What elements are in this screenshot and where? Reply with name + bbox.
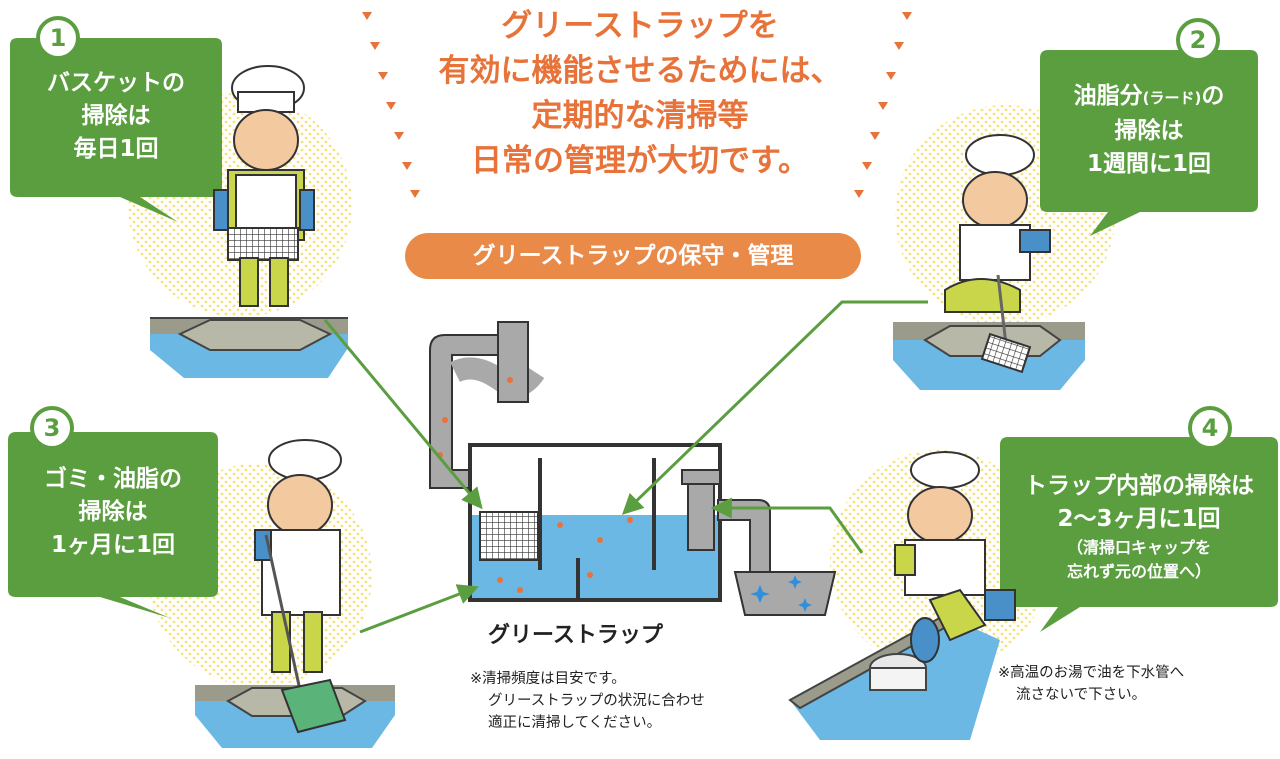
step-2-line-1-main: 油脂分 [1073,83,1143,109]
step-4-number: 4 [1201,414,1219,442]
step-4-note-1: （清掃口キャップを [1066,538,1211,557]
step-1-line-3: 毎日1回 [73,136,159,162]
step-1-number: 1 [49,24,67,52]
triangle-decoration-right [854,12,912,198]
step-3-line-2: 掃除は [78,499,148,525]
triangle-decoration-left [362,12,420,198]
device-caption: グリーストラップ [488,623,663,648]
arrow-1 [323,319,483,510]
arrow-3 [359,584,479,634]
chef-basket-icon [213,65,315,307]
step-3-number: 3 [43,414,61,442]
chef-scoop-icon [944,134,1051,374]
step-3-line-3: 1ヶ月に1回 [50,532,175,558]
footnote-hot-water-line-1: ※高温のお湯で油を下水管へ [998,665,1185,681]
headline-line-3: 定期的な清掃等 [531,98,749,134]
footnote-frequency-line-2: グリーストラップの状況に合わせ [488,693,705,709]
drain-base-1 [150,317,348,378]
arrow-2 [621,300,928,515]
bubble-3 [8,406,218,618]
headline-line-4: 日常の管理が大切です。 [471,143,809,179]
step-2-line-1-end: の [1201,83,1225,109]
step-2-line-1: 油脂分(ラード)の [1040,80,1258,115]
step-2-line-3: 1週間に1回 [1086,151,1211,177]
step-4-line-2: 2〜3ヶ月に1回 [1057,506,1221,532]
chef-dustpan-icon [254,439,347,734]
bubble-4 [1000,406,1278,632]
step-2-number: 2 [1189,26,1207,54]
maintenance-banner: グリーストラップの保守・管理 [405,233,861,279]
bubble-2 [1040,18,1258,236]
arrow-4 [710,497,864,554]
step-2-line-1-small: (ラード) [1142,89,1202,107]
headline-line-1: グリーストラップを [501,8,779,44]
bubble-1 [10,16,222,222]
chef-brush-icon [894,451,1016,663]
footnote-frequency-line-1: ※清掃頻度は目安です。 [470,671,626,687]
step-1-line-1: バスケットの [47,70,185,96]
step-4-line-1: トラップ内部の掃除は [1024,473,1254,499]
step-3-line-1: ゴミ・油脂の [44,466,182,492]
step-2-text: 油脂分(ラード)の 掃除は 1週間に1回 [1040,80,1258,181]
footnote-hot-water-line-2: 流さないで下さい。 [1016,687,1147,703]
footnote-frequency-line-3: 適正に清掃してください。 [488,715,662,731]
step-4-note-2: 忘れず元の位置へ） [1066,562,1211,581]
headline-line-2: 有効に機能させるためには、 [438,53,842,89]
headline: グリーストラップを 有効に機能させるためには、 定期的な清掃等 日常の管理が大切… [400,4,880,184]
grease-trap-icon [429,321,837,616]
step-1-line-2: 掃除は [81,103,151,129]
step-2-line-2: 掃除は [1114,118,1184,144]
footnote-hot-water: ※高温のお湯で油を下水管へ 流さないで下さい。 [998,662,1184,706]
footnote-frequency: ※清掃頻度は目安です。 グリーストラップの状況に合わせ 適正に清掃してください。 [470,668,705,734]
step-3-text: ゴミ・油脂の 掃除は 1ヶ月に1回 [8,463,218,562]
step-1-text: バスケットの 掃除は 毎日1回 [10,67,222,166]
step-4-text: トラップ内部の掃除は 2〜3ヶ月に1回 （清掃口キャップを 忘れず元の位置へ） [1000,470,1278,584]
